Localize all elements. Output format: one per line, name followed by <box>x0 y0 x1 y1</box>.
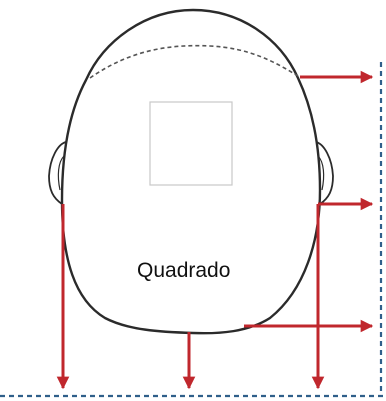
left-ear-inner <box>57 155 65 191</box>
left-ear <box>48 141 67 205</box>
inner-square <box>149 101 233 186</box>
hairline-dashed <box>89 44 299 79</box>
right-ear <box>315 141 334 205</box>
shape-label: Quadrado <box>137 259 231 282</box>
head-outline <box>60 8 322 335</box>
